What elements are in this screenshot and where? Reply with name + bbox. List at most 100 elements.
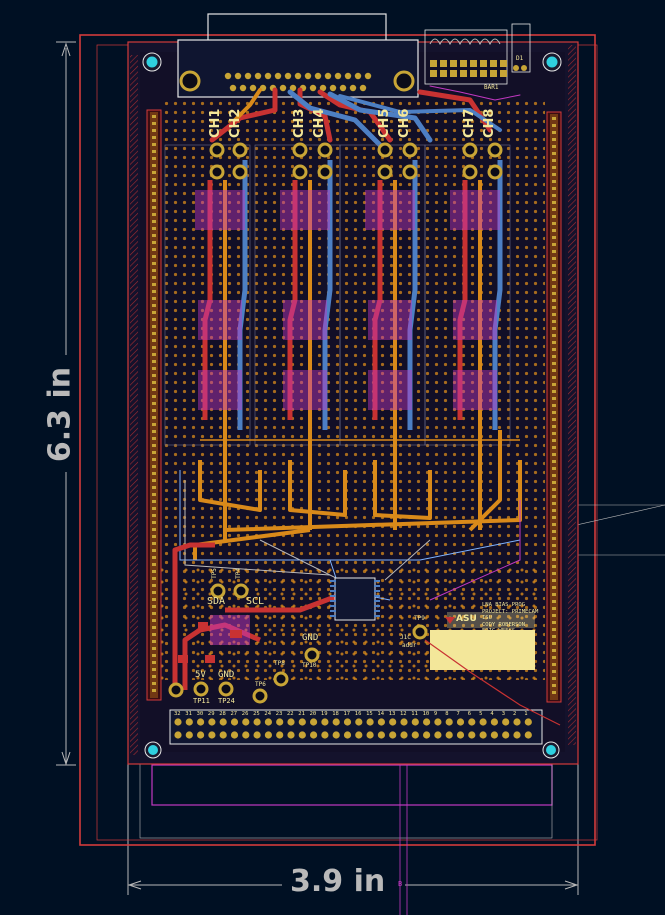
header-pin-label: 15 bbox=[366, 711, 373, 717]
header-pin-label: 25 bbox=[253, 711, 260, 717]
header-pin bbox=[174, 731, 182, 739]
title-block-line: PROJECT: PRIMECAM bbox=[482, 608, 539, 615]
header-pin bbox=[490, 718, 498, 726]
channel-label: CH8 bbox=[482, 108, 497, 138]
channel-block-2 bbox=[254, 144, 341, 530]
channel-block-3 bbox=[339, 144, 426, 530]
j1c-label: J1C bbox=[400, 634, 411, 641]
header-pin bbox=[230, 731, 239, 739]
height-dimension-label: 6.3 in bbox=[42, 366, 78, 463]
asu-logo: ASU bbox=[456, 614, 477, 624]
header-pin-label: 11 bbox=[411, 711, 418, 717]
header-pin bbox=[310, 731, 318, 739]
channel-label: CH1 bbox=[208, 108, 223, 138]
channel-label: CH5 bbox=[377, 108, 392, 138]
height-dimension bbox=[56, 41, 76, 766]
header-pin-label: 20 bbox=[310, 711, 317, 717]
header-pin bbox=[468, 718, 476, 726]
header-pin-label: 26 bbox=[242, 711, 249, 717]
header-pin bbox=[456, 718, 465, 726]
header-pin bbox=[366, 731, 374, 739]
header-pin bbox=[310, 718, 318, 726]
header-pin bbox=[287, 731, 295, 739]
header-pin bbox=[423, 718, 431, 726]
jumper-line bbox=[424, 639, 561, 726]
header-pin bbox=[445, 718, 453, 726]
header-pin bbox=[287, 718, 295, 726]
title-block bbox=[430, 612, 535, 670]
test-point-pads bbox=[168, 583, 428, 704]
title-block-line: LNA BIAS PROG bbox=[482, 602, 526, 608]
header-pin bbox=[242, 731, 250, 739]
header-pin bbox=[355, 718, 363, 726]
header-pin bbox=[197, 731, 205, 739]
header-pin bbox=[332, 731, 340, 739]
header-pin bbox=[197, 718, 205, 726]
header-pin bbox=[524, 731, 532, 739]
header-pin bbox=[174, 718, 182, 726]
bar1-connector bbox=[424, 23, 531, 85]
header-pin bbox=[411, 731, 419, 739]
header-pin bbox=[479, 718, 487, 726]
header-pin bbox=[366, 718, 374, 726]
tp24-label: TP24 bbox=[218, 697, 235, 705]
header-pin bbox=[321, 718, 329, 726]
bottom-header-connector bbox=[169, 709, 543, 745]
header-pin-label: 27 bbox=[231, 711, 238, 717]
header-pin bbox=[298, 731, 306, 739]
header-pin bbox=[456, 731, 465, 739]
header-pin bbox=[513, 718, 521, 726]
header-pin bbox=[502, 731, 510, 739]
tp-scl-label: SCL bbox=[246, 596, 265, 607]
header-pin bbox=[479, 731, 487, 739]
header-pin-label: 31 bbox=[185, 711, 192, 717]
channel-label: CH2 bbox=[228, 108, 243, 138]
header-pin bbox=[321, 731, 329, 739]
bar1-label: BAR1 bbox=[484, 84, 499, 91]
header-pin bbox=[298, 718, 306, 726]
mux-ic bbox=[330, 577, 380, 621]
top-traces bbox=[209, 85, 521, 153]
header-pin bbox=[524, 718, 532, 726]
header-pin-label: 4 bbox=[490, 711, 494, 717]
title-block-line: ISU bbox=[482, 615, 492, 621]
top-connector bbox=[177, 13, 419, 98]
channel-label: CH7 bbox=[462, 108, 477, 138]
channel-label: CH3 bbox=[292, 108, 307, 138]
header-pin bbox=[208, 731, 216, 739]
header-pin-label: 32 bbox=[174, 711, 181, 717]
header-pin bbox=[343, 731, 352, 739]
header-pin-label: 7 bbox=[457, 711, 460, 717]
header-pin-label: 8 bbox=[445, 711, 448, 717]
header-pin bbox=[332, 718, 340, 726]
header-pin bbox=[253, 718, 261, 726]
header-pin bbox=[468, 731, 476, 739]
header-pin bbox=[377, 731, 385, 739]
header-pin-label: 22 bbox=[287, 711, 294, 717]
header-pin-label: 9 bbox=[434, 711, 437, 717]
mounting-hole-icon bbox=[142, 52, 562, 759]
tp11-label: TP11 bbox=[193, 697, 210, 705]
header-pin bbox=[513, 731, 521, 739]
regulator-components bbox=[178, 615, 250, 663]
header-pin-label: 28 bbox=[219, 711, 226, 717]
d1-label: D1 bbox=[516, 55, 524, 62]
header-pin bbox=[400, 731, 408, 739]
header-pin-label: 19 bbox=[321, 711, 328, 717]
header-pin bbox=[490, 731, 498, 739]
header-pin-label: 30 bbox=[197, 711, 204, 717]
header-pin-label: 21 bbox=[298, 711, 305, 717]
header-pin bbox=[264, 731, 272, 739]
header-pin bbox=[253, 731, 261, 739]
channel-block-1 bbox=[164, 144, 251, 540]
header-pin-label: 12 bbox=[400, 711, 407, 717]
header-pin-label: 2 bbox=[513, 711, 516, 717]
width-dimension bbox=[127, 760, 579, 895]
tp-gnd-mid-label: GND bbox=[302, 633, 319, 643]
header-pin bbox=[242, 718, 250, 726]
header-pin bbox=[389, 718, 397, 726]
header-pin bbox=[230, 718, 239, 726]
header-pin bbox=[434, 718, 442, 726]
